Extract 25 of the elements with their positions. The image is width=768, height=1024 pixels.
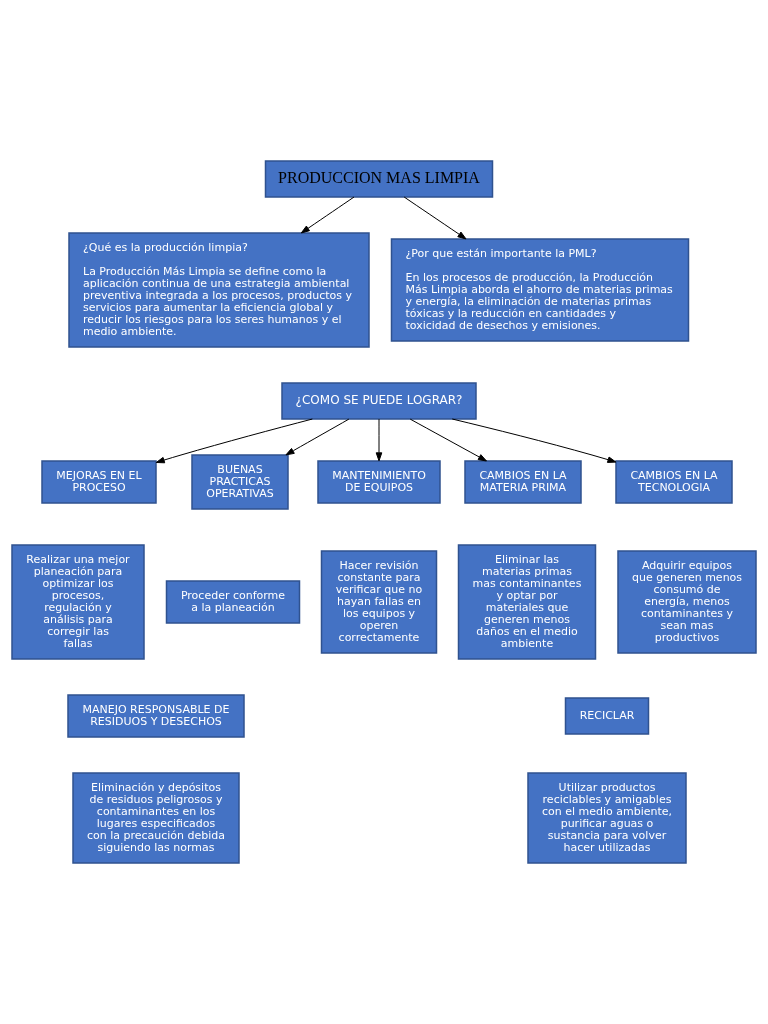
node-box: BUENAS PRACTICAS OPERATIVAS	[191, 454, 289, 510]
arrow	[451, 418, 617, 463]
arrow	[155, 418, 313, 464]
arrow	[403, 196, 467, 240]
node-box: ¿COMO SE PUEDE LOGRAR?	[281, 382, 477, 420]
node-box: Hacer revisión constante para verificar que no hayan fallas en los equipos y operen correctamente	[320, 550, 438, 654]
arrow	[409, 418, 487, 462]
node-box: Realizar una mejor planeación para optimizar los procesos, regulación y análisis para corregir las fallas	[11, 544, 145, 660]
node-box: Eliminar las materias primas mas contaminantes y optar por materiales que generen menos daños en el medio ambiente	[457, 544, 597, 660]
node-box: PRODUCCION MAS LIMPIA	[264, 160, 494, 198]
node-box: CAMBIOS EN LA TECNOLOGIA	[615, 460, 733, 504]
node-box: Proceder conforme a la planeación	[165, 580, 301, 624]
node-box: ¿Qué es la producción limpia? La Producción Más Limpia se define como la aplicación continua de una estrategia ambiental preventiva integrada a los procesos, productos y servicios para aumentar la eficiencia global y reducir los riesgos para los seres humanos y el medio ambiente.	[68, 232, 370, 348]
arrow	[375, 418, 383, 462]
node-box: Adquirir equipos que generen menos consumó de energía, menos contaminantes y sean mas productivos	[617, 550, 757, 654]
node-box: ¿Por que están importante la PML? En los procesos de producción, la Producción Más Limpia aborda el ahorro de materias primas y energía, la eliminación de materias primas tóxicas y la reducción en cantidades y toxicidad de desechos y emisiones.	[390, 238, 690, 342]
node-box: MANTENIMIENTO DE EQUIPOS	[317, 460, 441, 504]
node-box: MEJORAS EN EL PROCESO	[41, 460, 157, 504]
node-box: RECICLAR	[564, 697, 650, 735]
node-box: Utilizar productos reciclables y amigables con el medio ambiente, purificar aguas o sustancia para volver hacer utilizadas	[527, 772, 687, 864]
node-box: MANEJO RESPONSABLE DE RESIDUOS Y DESECHOS	[67, 694, 245, 738]
node-box: CAMBIOS EN LA MATERIA PRIMA	[464, 460, 582, 504]
arrow	[285, 418, 350, 456]
arrow	[300, 196, 355, 234]
node-box: Eliminación y depósitos de residuos peligrosos y contaminantes en los lugares especificados con la precaución debida siguiendo las normas	[72, 772, 240, 864]
